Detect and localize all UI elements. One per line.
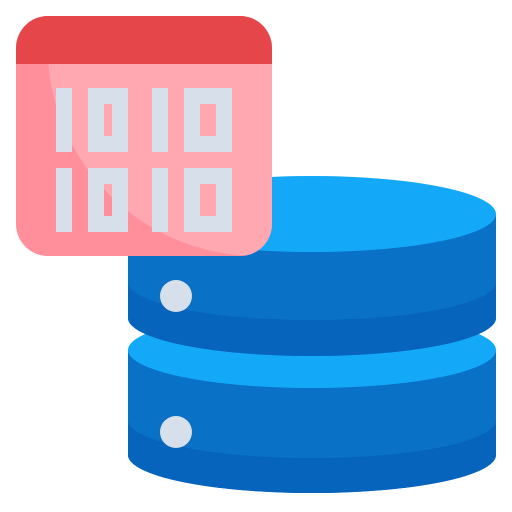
binary-digits	[56, 88, 232, 232]
top-disk-indicator	[160, 280, 192, 312]
digit-zero	[88, 168, 128, 232]
digit-zero	[88, 88, 128, 152]
top-disk-side-shade	[128, 282, 496, 356]
binary-card	[16, 16, 272, 256]
digit-one	[56, 88, 72, 152]
bottom-disk-indicator	[160, 416, 192, 448]
bottom-disk-side-shade	[128, 420, 496, 493]
digit-one	[152, 88, 168, 152]
digit-zero	[184, 168, 232, 232]
digit-zero	[184, 88, 232, 152]
digit-one	[152, 168, 168, 232]
digit-one	[56, 168, 72, 232]
card-header	[16, 16, 272, 64]
